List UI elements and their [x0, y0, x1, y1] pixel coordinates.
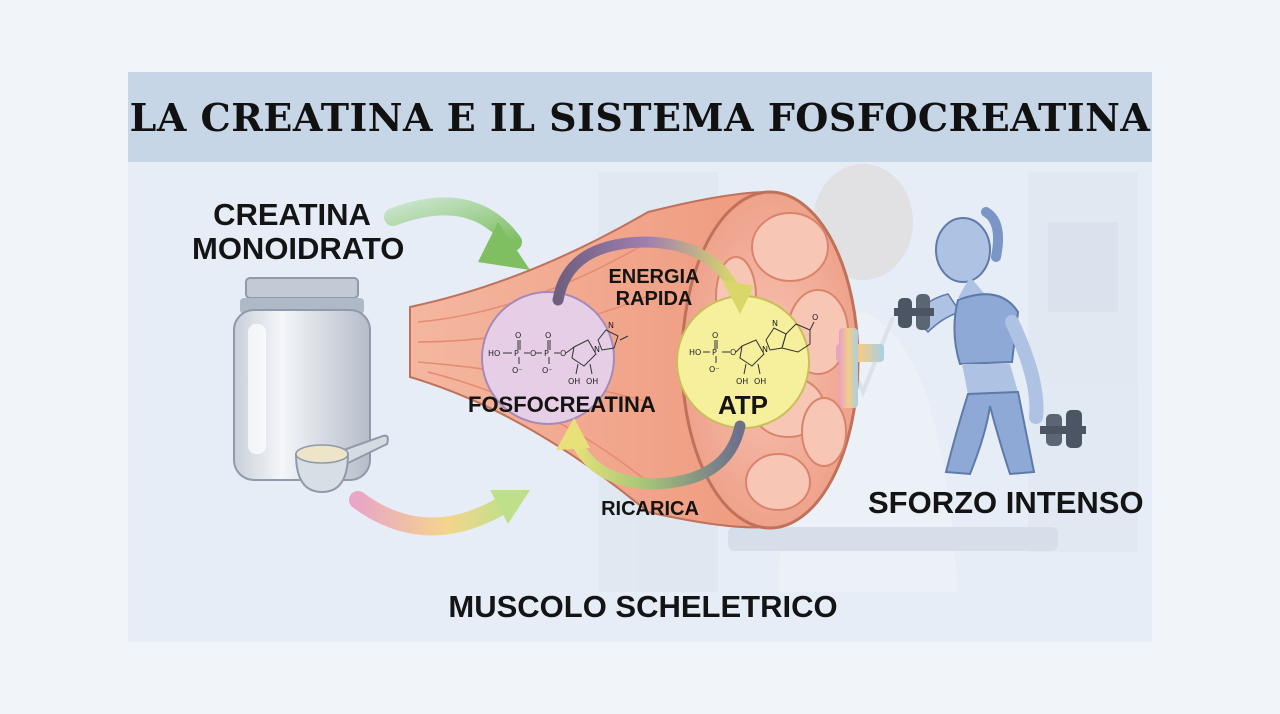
- arrow-head-bottom: [490, 490, 530, 524]
- atp-o1: O: [712, 331, 718, 340]
- title-bar: LA CREATINA E IL SISTEMA FOSFOCREATINA: [128, 72, 1152, 162]
- pcr-o1: O: [515, 331, 521, 340]
- atp-oh1: OH: [736, 377, 748, 386]
- atp-p: P: [712, 348, 717, 357]
- pcr-n1: N: [594, 345, 600, 354]
- pcr-oh1: OH: [568, 377, 580, 386]
- illustration: HO P O O⁻ O P O O⁻ O OH OH N N HO P: [233, 164, 1138, 592]
- dumbbell-icon: [894, 294, 934, 330]
- label-recharge: RICARICA: [601, 498, 699, 520]
- label-fast-energy-line-2: RAPIDA: [615, 288, 693, 310]
- pcr-o3-minus: O⁻: [542, 366, 553, 375]
- page-title: LA CREATINA E IL SISTEMA FOSFOCREATINA: [129, 94, 1151, 140]
- atp-oh2: OH: [754, 377, 766, 386]
- phosphocreatine-circle: [481, 291, 615, 425]
- atp-o2: O: [730, 348, 736, 357]
- phosphocreatine-molecule: [503, 329, 629, 375]
- pcr-p2: P: [544, 349, 549, 358]
- pcr-n2: N: [608, 321, 614, 330]
- cycle-arrow-energy: [552, 236, 742, 306]
- label-phosphocreatine: FOSFOCREATINA: [468, 392, 656, 417]
- cycle-arrow-energy-head: [722, 280, 754, 314]
- label-creatine-monohydrate: CREATINA MONOIDRATO: [192, 197, 405, 266]
- pcr-p1: P: [514, 349, 519, 358]
- pcr-oh2: OH: [586, 377, 598, 386]
- dumbbell-icon-lower: [1040, 410, 1086, 448]
- atp-ho: HO: [689, 348, 701, 357]
- atp-o-minus: O⁻: [709, 365, 720, 374]
- plus-icon: [836, 328, 884, 408]
- infographic-card: HO P O O⁻ O P O O⁻ O OH OH N N HO P: [128, 72, 1152, 642]
- cycle-arrow-recharge-head: [556, 418, 590, 450]
- label-supplement-line-1: CREATINA: [213, 197, 371, 232]
- atp-o3: O: [812, 313, 818, 322]
- atp-n1: N: [762, 345, 768, 354]
- label-intense-effort: SFORZO INTENSO: [868, 485, 1144, 520]
- athlete-icon: [917, 207, 1044, 476]
- cycle-arrow-recharge: [567, 420, 746, 490]
- pcr-o3: O: [545, 331, 551, 340]
- atp-n2: N: [772, 319, 778, 328]
- arrow-head-top: [478, 222, 530, 270]
- label-atp: ATP: [717, 390, 769, 420]
- label-fast-energy: ENERGIA RAPIDA: [594, 266, 714, 310]
- label-supplement-line-2: MONOIDRATO: [192, 231, 405, 266]
- pcr-o4: O: [560, 349, 566, 358]
- pcr-o2: O: [530, 349, 536, 358]
- label-fast-energy-line-1: ENERGIA: [608, 266, 700, 288]
- pcr-o1-minus: O⁻: [512, 366, 523, 375]
- creatine-jar-icon: [233, 277, 371, 481]
- atp-molecule: [703, 321, 815, 375]
- scoop-icon: [294, 434, 389, 494]
- pcr-ho: HO: [488, 349, 500, 358]
- label-skeletal-muscle: MUSCOLO SCHELETRICO: [448, 589, 838, 624]
- arrow-in-bottom: [349, 491, 517, 536]
